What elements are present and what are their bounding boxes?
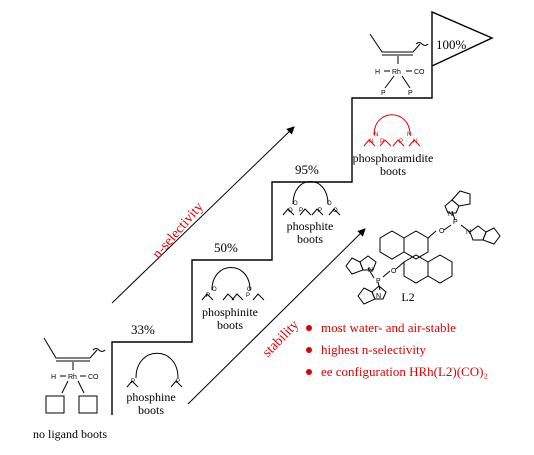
percent-33: 33% — [131, 322, 155, 337]
stage-phosphine-label: phosphine boots — [116, 391, 186, 417]
stage-phosphoramidite-line2: boots — [379, 164, 406, 178]
phosphite-p-left: P — [299, 208, 303, 214]
rh-complex-bottom — [43, 337, 106, 414]
l2-o-upper: O — [439, 228, 445, 235]
phosphine-p-left: P — [131, 379, 135, 385]
percent-95: 95% — [295, 162, 319, 177]
stage-no-ligand-text: no ligand boots — [33, 427, 107, 441]
stage-phosphine-line1: phosphine — [126, 390, 176, 404]
stage-phosphinite-line1: phosphinite — [202, 305, 258, 319]
property-item-3: ee configuration HRh(L2)(CO)₂ — [306, 362, 488, 384]
percent-50: 50% — [214, 240, 238, 255]
phosphoramidite-boots-icon — [363, 114, 421, 147]
hydride-label-top: H — [375, 69, 380, 76]
amidite-n-1: N — [369, 139, 373, 145]
stage-phosphine-line2: boots — [137, 403, 164, 417]
ligand-l2-label: L2 — [401, 290, 415, 304]
property-item-2: highest n-selectivity — [306, 340, 488, 362]
l2-n-lower-1: N — [376, 293, 381, 300]
stage-phosphoramidite-line1: phosphoramidite — [352, 151, 434, 165]
stage-phosphite-line1: phosphite — [286, 219, 334, 233]
l2-ligand-structure — [345, 190, 501, 305]
percent-100: 100% — [436, 37, 467, 52]
carbonyl-label-top: CO — [414, 69, 425, 76]
l2-n-lower-2: N — [368, 267, 373, 274]
stage-phosphite-line2: boots — [296, 232, 323, 246]
properties-list: most water- and air-stable highest n-sel… — [306, 318, 488, 384]
stage-phosphoramidite-label: phosphoramidite boots — [352, 152, 434, 178]
phosphinite-o-left: O — [212, 287, 217, 293]
amidite-p-right: P — [399, 139, 403, 145]
bullet-dot-3 — [306, 369, 312, 376]
phosphine-p-right: P — [176, 379, 180, 385]
stability-arrow — [187, 228, 366, 405]
phosphite-o-1: O — [288, 208, 293, 214]
phosphorus-label-top-right: P — [408, 90, 413, 97]
stage-no-ligand-label: no ligand boots — [24, 428, 116, 441]
phosphinite-boots-icon — [201, 267, 265, 301]
amidite-n-4: N — [413, 139, 417, 145]
phosphinite-o-right: O — [247, 287, 252, 293]
property-text-3: ee configuration HRh(L2)(CO)₂ — [321, 364, 488, 379]
l2-p-upper: P — [453, 219, 458, 226]
rh-complex-top — [369, 33, 429, 89]
bullet-dot-2 — [306, 347, 312, 354]
l2-n-upper-1: N — [448, 211, 453, 218]
l2-p-lower: P — [376, 278, 381, 285]
property-text-2: highest n-selectivity — [321, 342, 427, 357]
hydride-label-bottom: H — [51, 374, 56, 381]
phosphite-o-4: O — [333, 208, 338, 214]
phosphite-o-2: O — [293, 201, 298, 207]
amidite-n-3: N — [407, 132, 411, 138]
property-text-1: most water- and air-stable — [321, 320, 456, 335]
property-item-1: most water- and air-stable — [306, 318, 488, 340]
stage-phosphinite-label: phosphinite boots — [194, 306, 266, 332]
phosphite-p-right: P — [318, 208, 322, 214]
rhodium-label-top: Rh — [392, 69, 401, 76]
amidite-p-left: P — [380, 139, 384, 145]
n-selectivity-arrow — [111, 126, 295, 304]
phosphite-boots-icon — [282, 181, 341, 216]
stage-phosphinite-line2: boots — [216, 318, 243, 332]
bullet-dot-1 — [306, 325, 312, 332]
phosphinite-p-left: P — [206, 293, 210, 299]
phosphine-boots-icon — [126, 352, 183, 388]
l2-n-upper-2: N — [466, 229, 471, 236]
carbonyl-label-bottom: CO — [88, 374, 99, 381]
l2-o-lower: O — [391, 268, 397, 275]
stage-phosphite-label: phosphite boots — [275, 220, 345, 246]
rhodium-label-bottom: Rh — [68, 374, 77, 381]
phosphorus-label-top-left: P — [381, 90, 386, 97]
phosphite-o-3: O — [327, 201, 332, 207]
phosphinite-p-right: P — [246, 293, 250, 299]
amidite-n-2: N — [374, 132, 378, 138]
